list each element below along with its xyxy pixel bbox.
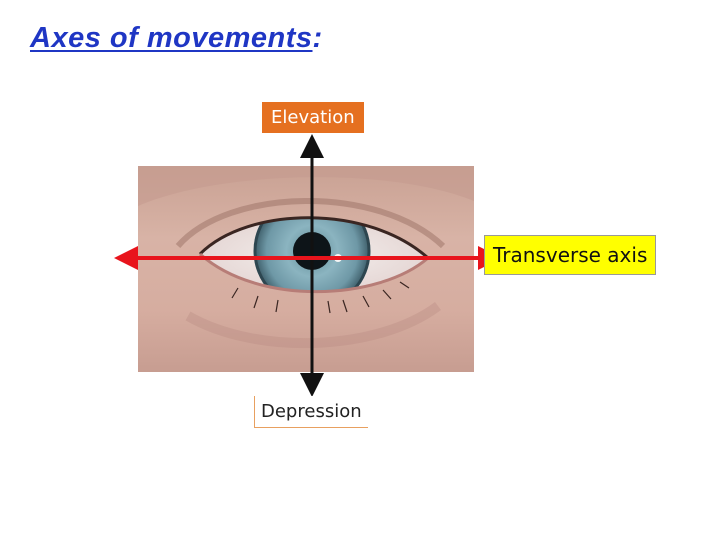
elevation-label: Elevation xyxy=(262,102,364,133)
transverse-axis-label: Transverse axis xyxy=(484,235,657,275)
title-text: Axes of movements xyxy=(30,22,313,54)
page-title: Axes of movements: xyxy=(30,22,323,55)
depression-label: Depression xyxy=(254,396,368,428)
title-colon: : xyxy=(312,22,323,54)
